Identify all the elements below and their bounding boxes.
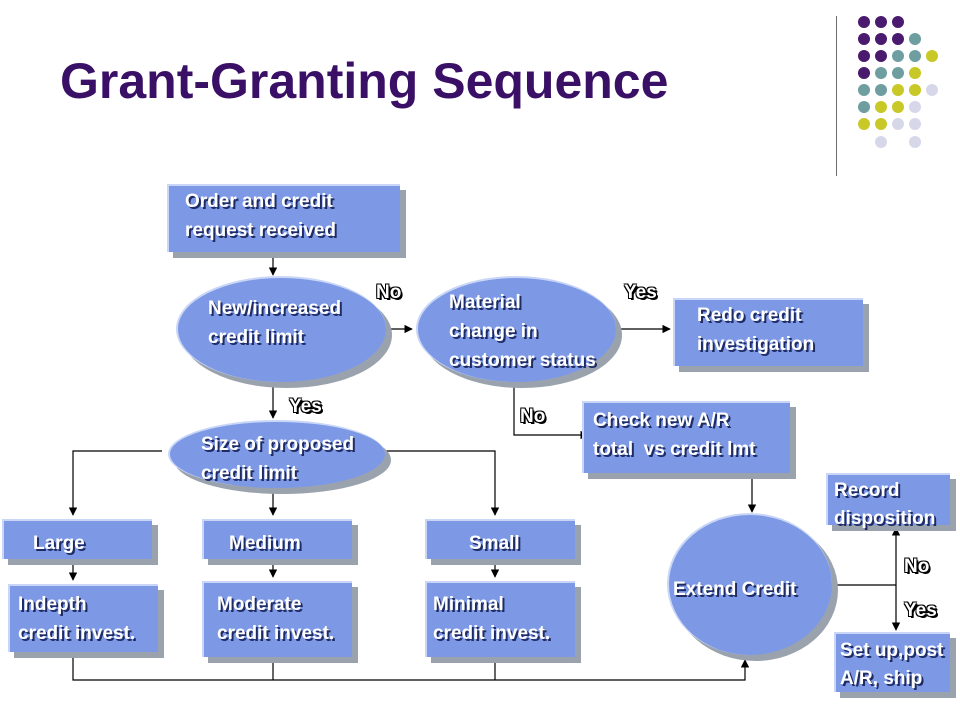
large-label: Large	[33, 533, 85, 554]
extend-credit-label: Extend Credit	[673, 579, 797, 600]
setup-post-line1: Set up,post	[840, 640, 944, 661]
material-change-line3: customer status	[449, 350, 596, 371]
order-received-node	[167, 184, 400, 252]
material-change-node	[416, 276, 616, 382]
arrow-material-to-check	[513, 382, 589, 440]
record-disposition-line1: Record	[834, 480, 900, 501]
minimal-node	[425, 581, 575, 657]
redo-investigation-line1: Redo credit	[697, 305, 802, 326]
moderate-line2: credit invest.	[217, 623, 335, 644]
edge-label-no-record: No	[904, 556, 930, 577]
check-ar-line2: total vs credit lmt	[593, 439, 756, 460]
extend-credit-node	[667, 513, 832, 655]
size-limit-line1: Size of proposed	[201, 434, 355, 455]
minimal-line2: credit invest.	[433, 623, 551, 644]
size-limit-line2: credit limit	[201, 463, 298, 484]
edge-label-yes-setup: Yes	[904, 600, 937, 621]
small-node	[425, 519, 575, 559]
dot-grid	[858, 16, 938, 148]
record-disposition-node	[826, 473, 950, 525]
indepth-line1: Indepth	[18, 594, 87, 615]
decorative-dots	[858, 16, 938, 148]
redo-investigation-node	[673, 298, 863, 366]
setup-post-node	[834, 632, 950, 692]
size-limit-node	[168, 420, 385, 488]
order-received-line2: request received	[185, 220, 337, 241]
small-label: Small	[469, 533, 520, 554]
edge-label-yes-size: Yes	[289, 396, 322, 417]
arrow-size-to-large	[68, 450, 162, 516]
moderate-line1: Moderate	[217, 594, 302, 615]
check-ar-line1: Check new A/R	[593, 410, 730, 431]
edge-label-no-check: No	[520, 406, 546, 427]
minimal-line1: Minimal	[433, 594, 504, 615]
order-received-line1: Order and credit	[185, 191, 333, 212]
page-title: Grant-Granting Sequence	[60, 53, 669, 109]
medium-label: Medium	[229, 533, 301, 554]
medium-node	[202, 519, 352, 559]
moderate-node	[202, 581, 352, 657]
new-limit-line2: credit limit	[208, 327, 305, 348]
indepth-line2: credit invest.	[18, 623, 136, 644]
check-ar-node	[582, 401, 790, 473]
record-disposition-line2: disposition	[834, 508, 936, 529]
arrow-size-to-small	[385, 450, 500, 516]
line-invest-to-extend	[72, 652, 750, 681]
setup-post-line2: A/R, ship	[840, 668, 923, 689]
new-limit-node	[176, 276, 386, 382]
large-node	[2, 519, 152, 559]
material-change-line2: change in	[449, 321, 538, 342]
edge-label-yes-redo: Yes	[624, 282, 657, 303]
new-limit-line1: New/increased	[208, 298, 342, 319]
indepth-node	[8, 584, 158, 652]
redo-investigation-line2: investigation	[697, 334, 815, 355]
header-divider	[836, 16, 837, 176]
material-change-line1: Material	[449, 292, 521, 313]
edge-label-no-material: No	[376, 282, 402, 303]
